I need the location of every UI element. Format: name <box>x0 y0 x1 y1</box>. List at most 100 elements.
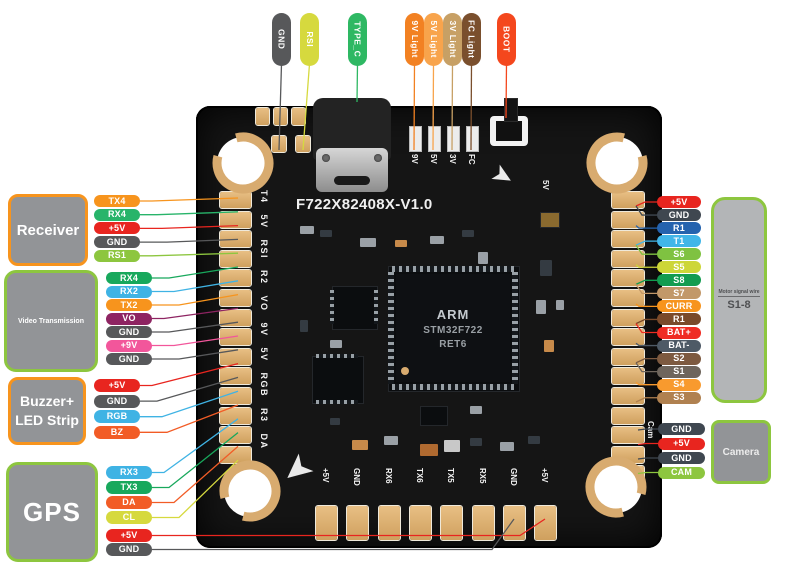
pin-cam: CAM <box>658 466 705 479</box>
gps-box: GPS <box>6 462 98 562</box>
pin-label: S6 <box>673 248 685 259</box>
solder-pad <box>346 505 370 541</box>
pin-s4: S4 <box>657 378 701 391</box>
smd-component <box>544 340 554 352</box>
receiver-box: Receiver <box>8 194 88 266</box>
mcu-pins <box>512 272 518 384</box>
pin-tx3: TX3 <box>106 481 152 494</box>
pin-gnd: GND <box>106 543 152 556</box>
pin-label: RX3 <box>119 467 139 477</box>
pin-label: S4 <box>673 379 685 390</box>
receiver-label: Receiver <box>16 221 80 239</box>
smd-component <box>320 230 332 237</box>
pin-label: +5V <box>108 380 126 390</box>
pin-bat: BAT+ <box>657 326 701 339</box>
gps-label: GPS <box>23 496 81 527</box>
solder-pad <box>611 387 645 405</box>
smd-component <box>444 440 460 452</box>
pin-s2: S2 <box>657 352 701 365</box>
video-transmission-label: Video Transmission <box>17 317 84 325</box>
pin-gnd: GND <box>94 394 140 408</box>
pin-label: RX4 <box>107 209 127 220</box>
solder-pad <box>255 107 270 126</box>
solder-pad <box>440 505 464 541</box>
pin-gnd: GND <box>658 423 705 435</box>
pin-rx4: RX4 <box>106 272 152 284</box>
solder-pad <box>611 328 645 347</box>
pin-label: TYPE_C <box>352 21 363 58</box>
gyro-pins <box>330 290 334 324</box>
pin-rgb: RGB <box>94 410 140 424</box>
pin-label: CURR <box>665 300 693 311</box>
pin-label: TX2 <box>120 299 138 310</box>
solder-pad <box>219 445 252 464</box>
solder-pad <box>408 505 432 541</box>
pin-label: RX4 <box>119 272 139 283</box>
pin-label: RX2 <box>119 286 139 296</box>
pin-label: S8 <box>673 274 685 285</box>
camera-label: Camera <box>722 446 760 458</box>
smd-component <box>540 260 552 276</box>
pin-5v: +5V <box>106 529 152 542</box>
mcu-marking: ARM STM32F722 RET6 <box>396 274 510 382</box>
pin-label: R1 <box>673 222 685 233</box>
pin-label: CL <box>122 512 136 522</box>
pin-s5: S5 <box>657 261 701 274</box>
pin-tx4: TX4 <box>94 195 140 207</box>
solder-pad <box>611 445 645 464</box>
solder-pad <box>219 426 252 445</box>
solder-pad <box>611 191 645 209</box>
solder-pad <box>611 367 645 386</box>
solder-pad <box>611 230 645 249</box>
gyro-pins <box>374 290 378 324</box>
smd-component <box>300 320 308 332</box>
pin-s6: S6 <box>657 248 701 261</box>
video-transmission-box: Video Transmission <box>4 270 98 372</box>
pin-label: GND <box>106 236 128 247</box>
pin-3v-light: 3V Light <box>443 13 462 66</box>
bottom-pad-label: +5V <box>540 468 550 483</box>
smd-component <box>384 436 398 445</box>
pin-boot: BOOT <box>497 13 516 66</box>
solder-pad <box>219 230 252 249</box>
pin-s8: S8 <box>657 274 701 287</box>
pin-5v: +5V <box>657 196 701 208</box>
pin-bat: BAT- <box>657 339 701 352</box>
smd-component <box>470 438 482 446</box>
pin-gnd: GND <box>658 452 705 464</box>
bottom-pad-label: GND <box>508 468 518 486</box>
pin-label: GND <box>671 423 692 434</box>
solder-pad <box>611 249 645 268</box>
pin-type-c: TYPE_C <box>348 13 367 66</box>
pin-gnd: GND <box>106 326 152 338</box>
solder-pad <box>611 269 645 288</box>
pin-s1: S1 <box>657 365 701 378</box>
solder-pad <box>219 269 252 288</box>
pin-label: 5V Light <box>428 20 439 59</box>
small-chip <box>420 406 448 426</box>
pin-5v-light: 5V Light <box>424 13 443 66</box>
pin-label: RGB <box>106 411 128 422</box>
status-led <box>447 126 460 152</box>
solder-pad <box>219 347 252 366</box>
pin-label: GND <box>118 353 140 364</box>
pin-da: DA <box>106 496 152 509</box>
pin-tx2: TX2 <box>106 299 152 311</box>
pin-label: DA <box>122 497 136 507</box>
barometer-chip <box>540 212 560 228</box>
bottom-pad-label: RX5 <box>477 468 487 484</box>
pin-label: TX4 <box>108 195 126 206</box>
pin-label: BAT- <box>668 340 690 351</box>
smd-component <box>330 418 340 425</box>
solder-pad <box>219 249 252 268</box>
solder-pad <box>502 505 526 541</box>
pin-curr: CURR <box>657 300 701 313</box>
esc-note: Motor signal wire <box>718 289 760 297</box>
pin-gnd: GND <box>106 353 152 365</box>
solder-pad <box>611 426 645 445</box>
pin-label: GND <box>118 326 140 337</box>
solder-pad <box>534 505 558 541</box>
solder-pad <box>219 191 252 209</box>
mcu-pins <box>388 272 394 384</box>
